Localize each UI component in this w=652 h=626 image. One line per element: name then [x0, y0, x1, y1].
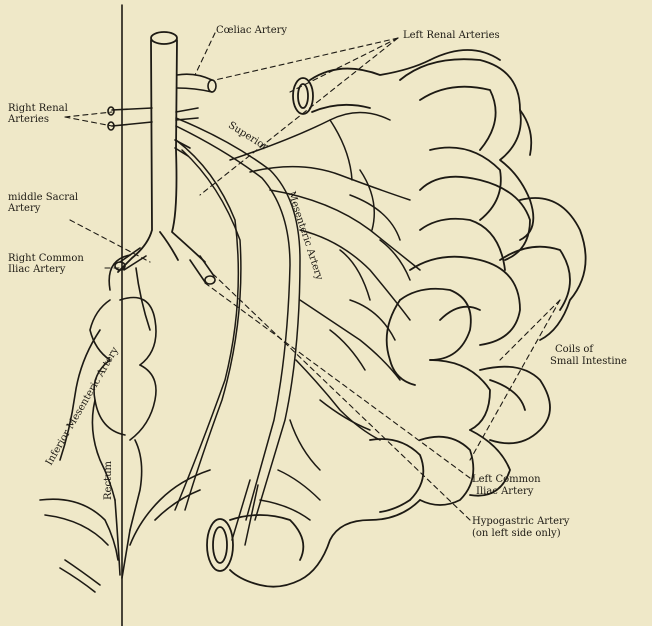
label-middle-sacral-2: Artery	[8, 203, 40, 214]
label-hypogastric-1: Hypogastric Artery	[472, 516, 569, 527]
label-left-renal-arteries: Left Renal Arteries	[403, 30, 500, 41]
label-coils-2: Small Intestine	[550, 356, 627, 367]
small-intestine-coils	[207, 50, 586, 587]
label-left-common-iliac-2: Iliac Artery	[476, 486, 533, 497]
aorta	[118, 32, 205, 272]
label-left-common-iliac-1: Left Common	[472, 474, 541, 485]
label-middle-sacral-1: middle Sacral	[8, 192, 78, 203]
label-coils-1: Coils of	[555, 344, 593, 355]
label-right-common-iliac-2: Iliac Artery	[8, 264, 65, 275]
label-right-renal-2: Arteries	[8, 114, 49, 125]
label-hypogastric-2: (on left side only)	[472, 528, 561, 539]
superior-mesenteric-artery	[175, 113, 420, 546]
label-celiac-artery: Cœliac Artery	[216, 25, 287, 36]
label-rectum: Rectum	[103, 461, 114, 500]
label-right-common-iliac-1: Right Common	[8, 253, 84, 264]
renal-arteries	[108, 74, 216, 156]
label-right-renal-1: Right Renal	[8, 103, 68, 114]
